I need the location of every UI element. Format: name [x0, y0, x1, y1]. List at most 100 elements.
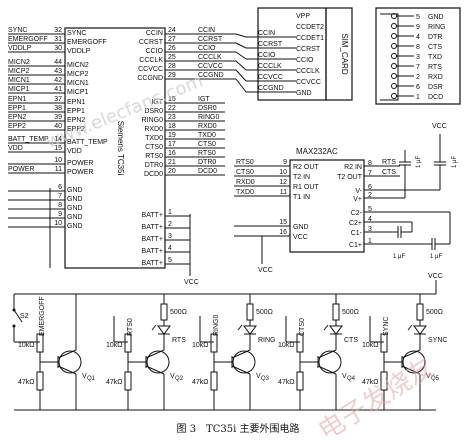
pin-net-label: VDD: [8, 145, 23, 152]
db9-pin-dot: [391, 53, 397, 59]
led-label: RTS: [172, 337, 186, 344]
max-pin-name: GND: [293, 224, 309, 231]
db9-pin-name: CTS: [428, 44, 442, 51]
pin-name: CCVCC: [138, 66, 163, 73]
pin-name: EPN2: [67, 117, 85, 124]
pin-name: VDD: [67, 148, 82, 155]
led-resistor: [332, 303, 340, 321]
max-pin-number: 6: [368, 184, 372, 191]
pin-number: 39: [54, 114, 62, 121]
pull-resistor-label: 47kΩ: [278, 379, 295, 386]
pin-net-label: MICN2: [8, 59, 30, 66]
pin-number: 29: [168, 72, 176, 79]
sim-wire: [235, 33, 247, 38]
pin-name: BATT+: [142, 260, 163, 267]
pin-net-label: RXD0: [198, 123, 217, 130]
led-resistor-label: 500Ω: [256, 309, 273, 316]
pin-number: 38: [54, 105, 62, 112]
pin-name: MICN2: [67, 62, 89, 69]
max-pin-name: C2+: [349, 220, 362, 227]
pin-name: GND: [67, 214, 83, 221]
pin-number: 20: [168, 168, 176, 175]
pin-net-label: EMERGOFF: [8, 36, 48, 43]
transistor-sub-label: Q2: [175, 376, 184, 382]
max-pin-number: 16: [279, 229, 287, 236]
pin-name: GND: [67, 205, 83, 212]
stage-input-label: SYNC: [383, 317, 390, 336]
cap-label: 1 μF: [393, 254, 405, 260]
transistor-emitter: [231, 365, 251, 375]
max-pin-number: 10: [279, 169, 287, 176]
max-pin-name: V+: [353, 196, 362, 203]
max-net-label: CTS0: [236, 169, 254, 176]
pin-number: 41: [54, 86, 62, 93]
pin-name: DTR0: [145, 162, 163, 169]
pin-number: 10: [54, 220, 62, 227]
max-pin-name: T2 OUT: [337, 174, 363, 181]
sim-wire: [235, 69, 247, 82]
db9-pin-dot: [391, 43, 397, 49]
led-resistor: [160, 303, 168, 321]
transistor-sub-label: Q1: [87, 376, 96, 382]
max232-label: MAX232AC: [296, 147, 338, 156]
pin-number: 8: [58, 202, 62, 209]
pin-number: 42: [54, 77, 62, 84]
pin-number: 2: [168, 221, 172, 228]
db9-pin-name: DTR: [428, 34, 442, 41]
pin-number: 37: [54, 96, 62, 103]
pull-resistor: [36, 371, 44, 391]
transistor-collector: [401, 349, 421, 359]
transistor-emitter: [57, 365, 77, 375]
max-pin-name: VCC: [293, 234, 308, 241]
pin-name: VDDLP: [67, 48, 91, 55]
tc35i-vcc-label: VCC: [184, 279, 199, 286]
pin-name: BATT_TEMP: [67, 139, 108, 146]
pin-name: SYNC: [67, 30, 86, 37]
pin-number: 1: [168, 209, 172, 216]
sim-pin-name: CCDET1: [296, 35, 324, 42]
db9-pin-dot: [391, 93, 397, 99]
transistor-emitter: [317, 365, 337, 375]
base-resistor-label: 10kΩ: [18, 342, 35, 349]
pin-net-label: RING0: [198, 114, 220, 121]
max-pin-number: 2: [368, 192, 372, 199]
db9-pin-name: GND: [428, 14, 444, 21]
pin-net-label: MICN1: [8, 77, 30, 84]
stage-input-label: RTS0: [127, 318, 134, 336]
db9-pin-name: RTS: [428, 64, 442, 71]
pin-name: GND: [67, 196, 83, 203]
max-pin-number: 15: [279, 219, 287, 226]
led-icon: [243, 325, 257, 335]
db9-pin-dot: [391, 63, 397, 69]
max-pin-name: R2 IN: [344, 164, 362, 171]
pin-net-label: CCIO: [198, 45, 216, 52]
max-pin-number: 5: [368, 206, 372, 213]
db9-pin-dot: [391, 23, 397, 29]
transistor-body: [146, 350, 170, 374]
pin-name: RTS0: [145, 153, 163, 160]
pull-resistor-label: 47kΩ: [362, 379, 379, 386]
pin-name: CCGND: [137, 75, 163, 82]
db9-pin-name: DCD: [428, 94, 443, 101]
max-net-label: RXD0: [236, 179, 255, 186]
pin-net-label: EPN1: [8, 96, 26, 103]
pin-name: BATT+: [142, 236, 163, 243]
stage-input-label: RING0: [213, 315, 220, 337]
pin-name: MICN1: [67, 80, 89, 87]
max-net-label: TXD0: [236, 189, 254, 196]
pin-name: EMERGOFF: [67, 39, 107, 46]
sim-pin-name: GND: [296, 90, 312, 97]
pull-resistor: [210, 371, 218, 391]
pin-net-label: DTR0: [198, 159, 216, 166]
pull-resistor-label: 47kΩ: [18, 379, 35, 386]
led-ray: [323, 324, 329, 331]
db9-pin-number: 4: [416, 34, 420, 41]
max-pin-name: C1+: [349, 242, 362, 249]
max-pin-number: 7: [368, 170, 372, 177]
led-resistor-label: 500Ω: [342, 309, 359, 316]
